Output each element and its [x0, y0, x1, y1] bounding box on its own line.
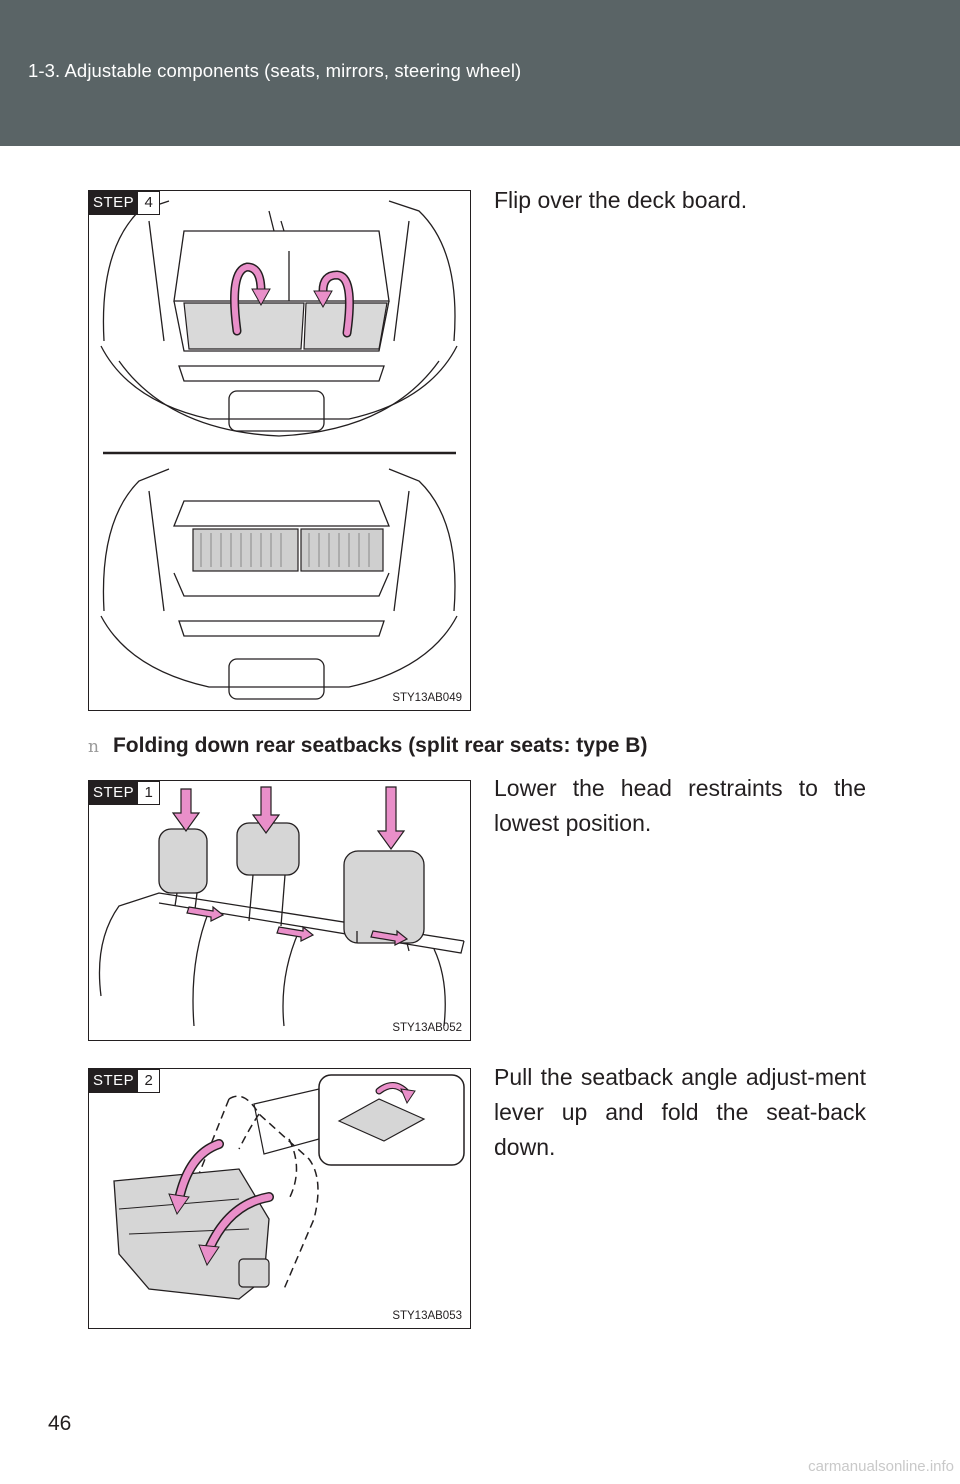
figure-step-1: STEP 1 STY13AB052: [88, 780, 471, 1041]
section-heading-text: Folding down rear seatbacks (split rear …: [112, 734, 648, 757]
seatback-fold-illustration: [113, 1074, 465, 1300]
step-word: STEP: [89, 1069, 139, 1093]
figure-code: STY13AB049: [392, 692, 462, 704]
figure-step-2: STEP 2 STY13AB053: [88, 1068, 471, 1329]
figure-code: STY13AB053: [392, 1310, 462, 1322]
step-word: STEP: [89, 781, 139, 805]
step-badge: STEP 4: [89, 191, 161, 215]
step-badge: STEP 2: [89, 1069, 161, 1093]
step-word: STEP: [89, 191, 139, 215]
bullet-marker: n: [88, 737, 99, 757]
step-number: 1: [138, 781, 161, 805]
step-2-instruction: Pull the seatback angle adjust-ment leve…: [494, 1064, 866, 1160]
chapter-title: 1-3. Adjustable components (seats, mirro…: [28, 60, 522, 81]
step-1-instruction: Lower the head restraints to the lowest …: [494, 775, 866, 836]
chapter-header: 1-3. Adjustable components (seats, mirro…: [0, 0, 960, 146]
figure-code: STY13AB052: [392, 1022, 462, 1034]
step-4-instruction: Flip over the deck board.: [494, 187, 748, 213]
watermark: carmanualsonline.info: [808, 1458, 954, 1475]
page-number: 46: [48, 1412, 72, 1435]
step-number: 4: [138, 191, 161, 215]
step-badge: STEP 1: [89, 781, 161, 805]
head-restraints-illustration: [98, 786, 465, 1027]
trunk-deck-illustration: [100, 200, 458, 700]
section-heading: n Folding down rear seatbacks (split rear…: [88, 734, 647, 758]
figure-step-4: STEP 4 STY13AB049: [88, 190, 471, 711]
step-number: 2: [138, 1069, 161, 1093]
